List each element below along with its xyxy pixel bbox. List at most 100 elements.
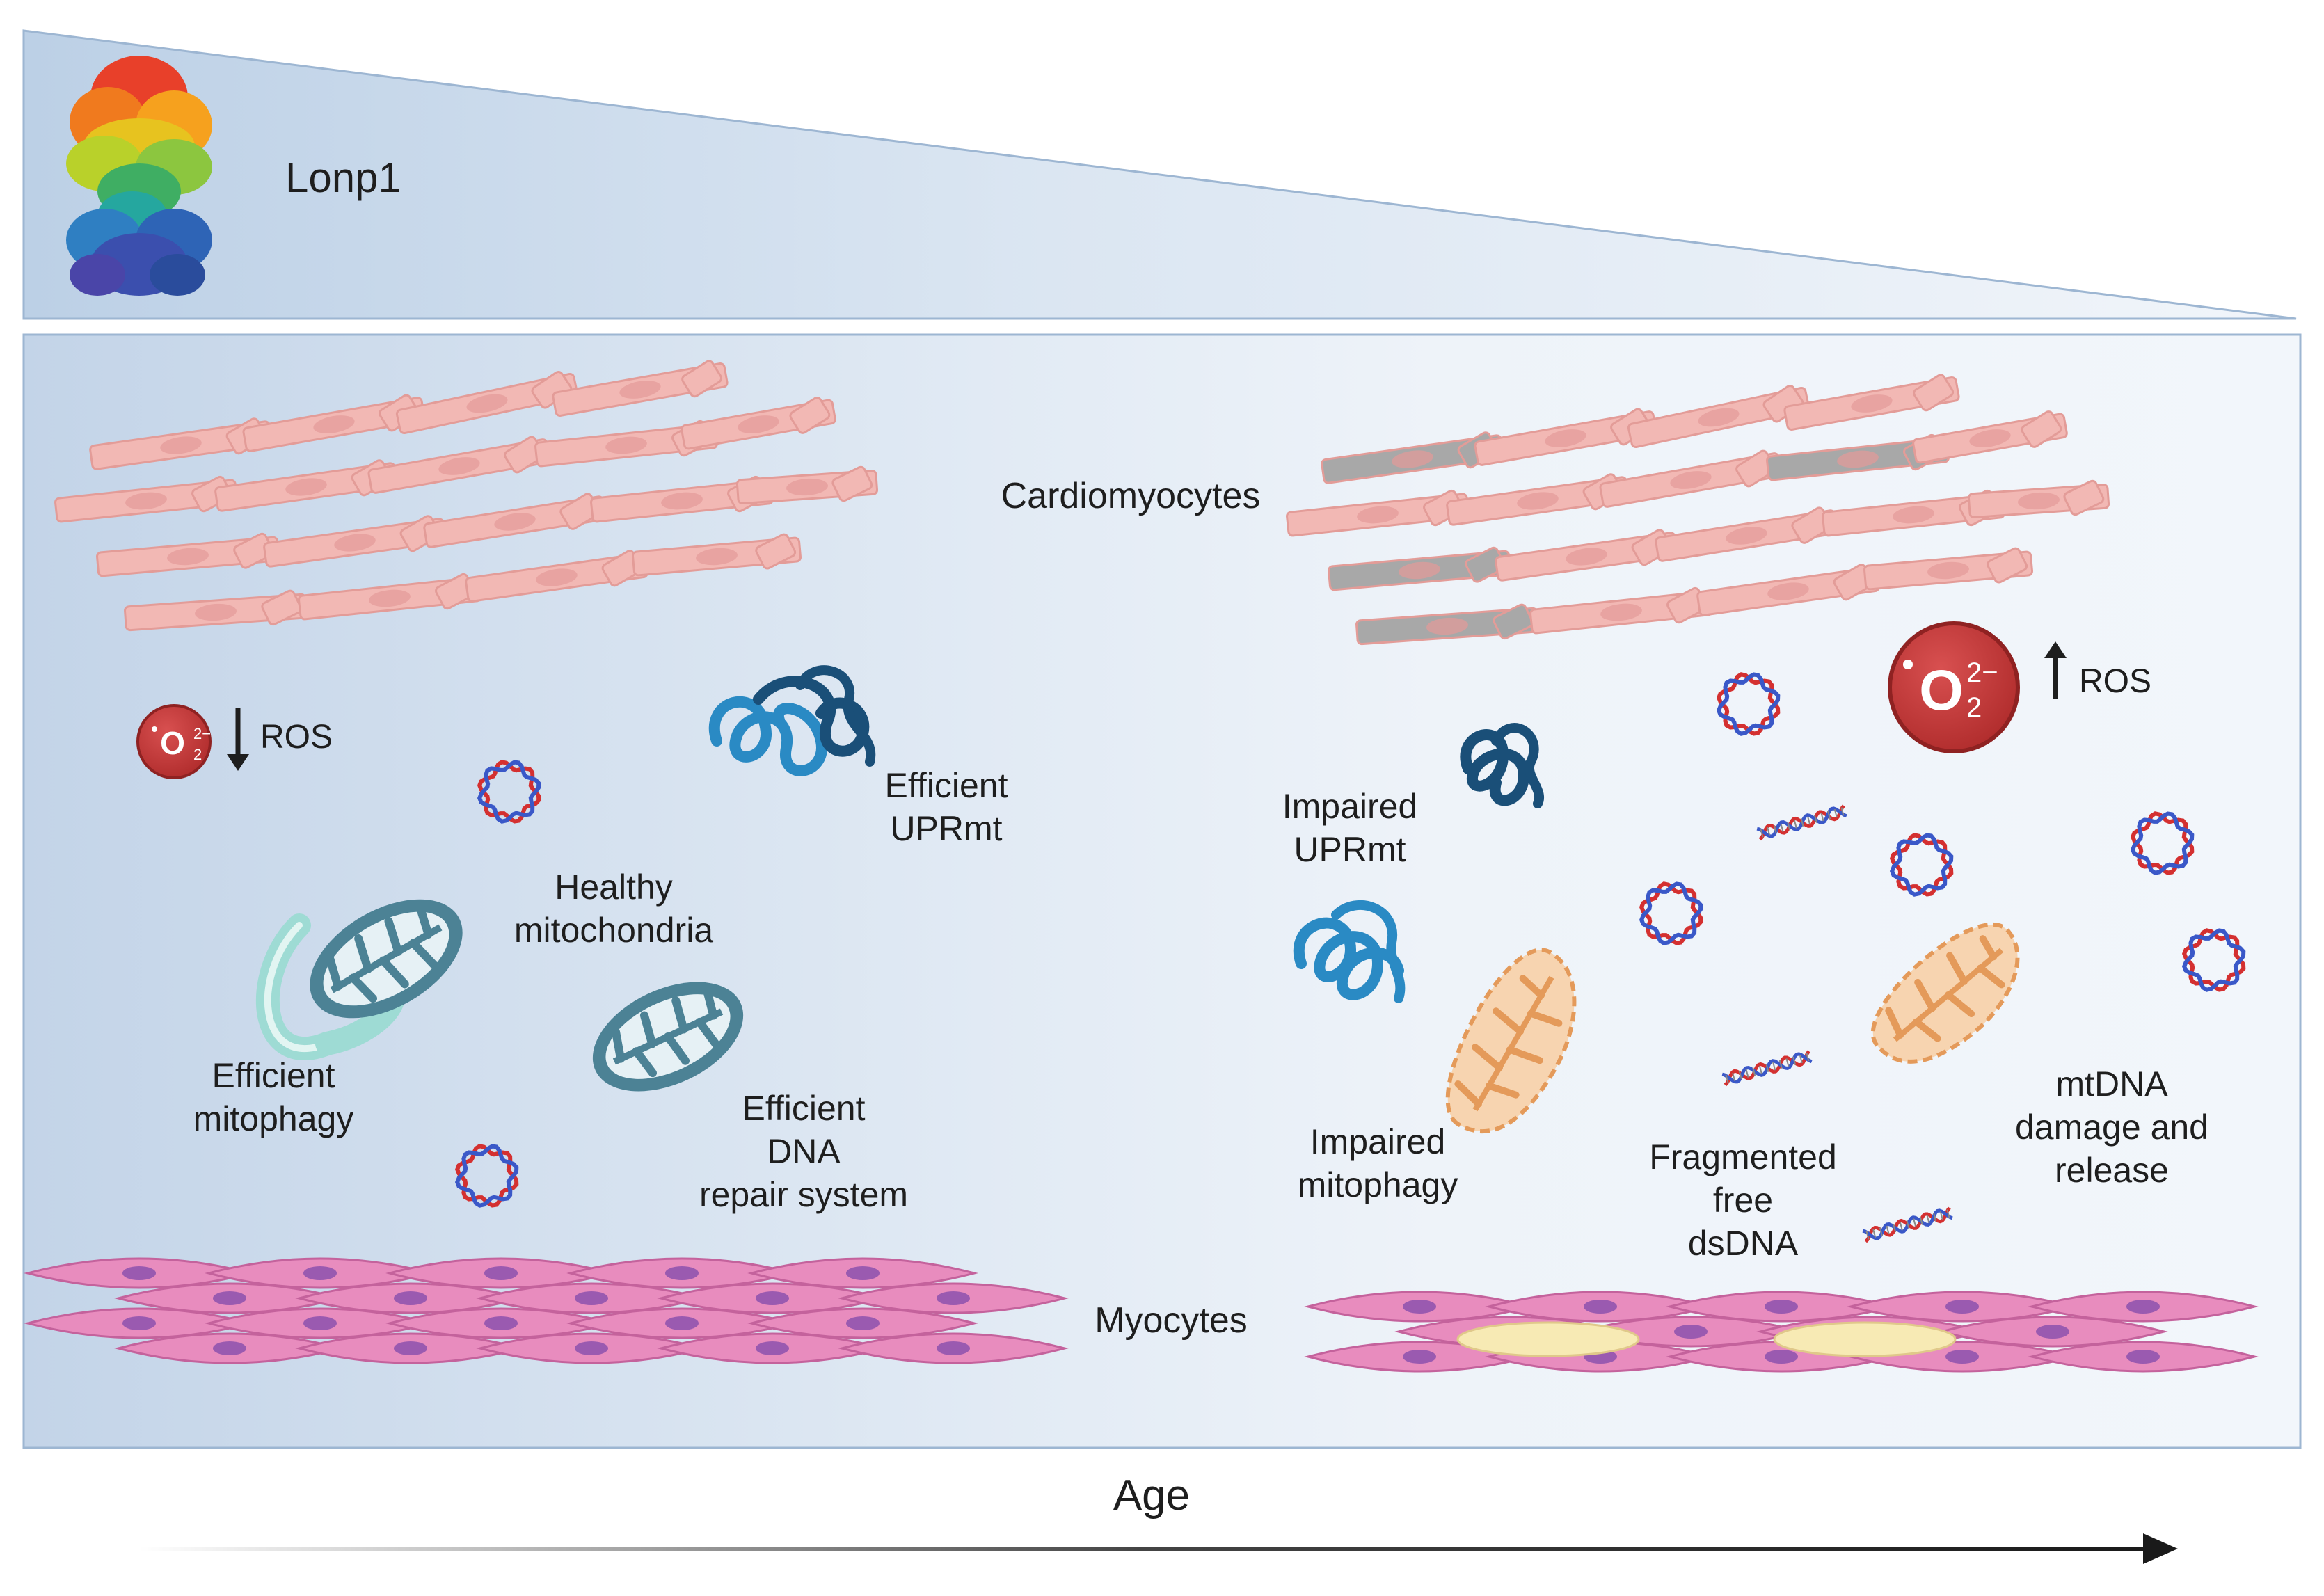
impaired-uprmt-blue-icon	[1293, 900, 1406, 1003]
cardiomyocyte-cell	[552, 360, 729, 417]
myocyte-cell	[838, 1332, 1069, 1364]
fragmented-dsdna-label: Fragmented free dsDNA	[1649, 1138, 1837, 1263]
impaired-uprmt-dark-icon	[1460, 723, 1544, 808]
efficient-mitophagy-label: Efficient mitophagy	[193, 1056, 354, 1138]
healthy-mitochondrion-icon	[310, 899, 463, 1019]
aged-cardiomyocytes	[1286, 374, 2110, 646]
myocyte-cell	[24, 1257, 255, 1289]
mtdna-plasmid-icon	[1889, 833, 1954, 897]
healthy-mitochondria-label: Healthy mitochondria	[514, 868, 713, 950]
cardiomyocyte-cell	[735, 465, 879, 505]
svg-text:UPRmt: UPRmt	[890, 809, 1002, 848]
myocyte-cell	[476, 1332, 707, 1364]
svg-text:Efficient: Efficient	[742, 1089, 866, 1128]
lonp1-label: Lonp1	[285, 154, 401, 201]
myocyte-cell	[295, 1332, 526, 1364]
age-label: Age	[1113, 1471, 1190, 1519]
cardiomyocyte-cell	[681, 397, 836, 450]
svg-text:mtDNA: mtDNA	[2055, 1064, 2168, 1103]
mtdna-plasmid-icon	[477, 760, 541, 824]
cardiomyocyte-cell	[54, 475, 238, 523]
svg-text:mitophagy: mitophagy	[1298, 1165, 1458, 1204]
svg-text:2−: 2−	[193, 725, 211, 742]
fat-deposit	[1456, 1321, 1640, 1357]
arrow-up-icon	[2044, 641, 2067, 699]
myocyte-cell	[1847, 1291, 2078, 1323]
mtdna-plasmid-icon	[1716, 672, 1781, 736]
svg-text:repair system: repair system	[699, 1175, 908, 1214]
arrow-down-icon	[227, 708, 249, 771]
efficient-dna-repair-label: Efficient DNA repair system	[699, 1089, 908, 1214]
dsdna-fragments	[1721, 804, 1953, 1243]
superoxide-symbol-large: O	[1919, 659, 1964, 722]
superoxide-symbol-small: O	[160, 725, 185, 761]
cardiomyocyte-cell	[1474, 408, 1657, 466]
ros-low-label: ROS	[260, 719, 333, 756]
mtdna-plasmid-icon	[1639, 881, 1703, 945]
svg-text:2−: 2−	[1966, 657, 1998, 688]
cardiomyocyte-cell	[1286, 489, 1470, 537]
cardiomyocyte-cell	[124, 589, 308, 632]
uprmt-protein-icon	[708, 665, 876, 776]
svg-text:Impaired: Impaired	[1310, 1122, 1446, 1161]
svg-text:Efficient: Efficient	[885, 766, 1008, 805]
svg-text:2: 2	[1966, 692, 1982, 723]
lonp1-protein-icon	[66, 56, 212, 296]
cardiomyocyte-cell	[395, 371, 579, 435]
svg-text:Efficient: Efficient	[212, 1056, 335, 1095]
impaired-mitophagy-label: Impaired mitophagy	[1298, 1122, 1458, 1204]
damaged-mitochondrion-icon	[1445, 948, 1577, 1133]
cardiomyocyte-cell	[367, 436, 551, 494]
mtdna-plasmids	[454, 672, 2246, 1208]
ros-high-label: ROS	[2079, 663, 2151, 700]
cardiomyocyte-cell	[423, 493, 607, 548]
myocytes-label: Myocytes	[1095, 1300, 1248, 1341]
svg-text:2: 2	[193, 746, 202, 763]
svg-text:dsDNA: dsDNA	[1688, 1224, 1799, 1263]
cardiomyocyte-cell	[1783, 374, 1960, 431]
svg-text:mitophagy: mitophagy	[193, 1099, 354, 1138]
svg-text:Fragmented: Fragmented	[1649, 1138, 1837, 1176]
dsdna-fragment-icon	[1862, 1206, 1953, 1243]
cardiomyocyte-cell	[1863, 547, 2034, 591]
superoxide-icon-small: O 2− 2	[136, 704, 212, 779]
myocyte-cell	[1304, 1291, 1535, 1323]
healthy-myocytes	[24, 1257, 1069, 1364]
svg-text:DNA: DNA	[767, 1132, 841, 1171]
svg-text:free: free	[1713, 1181, 1773, 1220]
lonp1-level-wedge	[22, 29, 2297, 320]
myocyte-cell	[114, 1332, 345, 1364]
dsdna-fragment-icon	[1721, 1050, 1813, 1087]
superoxide-icon-large: O 2− 2	[1888, 621, 2020, 753]
svg-text:mitochondria: mitochondria	[514, 911, 713, 950]
fat-deposit	[1773, 1321, 1957, 1357]
mtdna-plasmid-icon	[2130, 811, 2195, 875]
svg-text:release: release	[2055, 1151, 2169, 1190]
cardiomyocyte-cell	[465, 550, 648, 603]
cardiomyocyte-cell	[1967, 479, 2110, 519]
aged-myocytes	[1304, 1291, 2259, 1373]
damaged-mitochondrion-icon-2	[1870, 923, 2020, 1064]
cardiomyocyte-cell	[631, 533, 802, 577]
myocyte-cell	[657, 1332, 888, 1364]
age-arrow	[139, 1533, 2178, 1564]
svg-text:UPRmt: UPRmt	[1294, 830, 1406, 869]
svg-text:Impaired: Impaired	[1282, 787, 1418, 826]
cardiomyocyte-cell	[96, 532, 280, 577]
efficient-uprmt-label: Efficient UPRmt	[885, 766, 1008, 848]
cardiomyocytes-label: Cardiomyocytes	[1001, 476, 1261, 516]
mtdna-plasmid-icon	[454, 1144, 519, 1208]
svg-text:Healthy: Healthy	[555, 868, 673, 907]
mtdna-damage-label: mtDNA damage and release	[2015, 1064, 2208, 1190]
svg-text:damage and: damage and	[2015, 1108, 2208, 1147]
dsdna-fragment-icon	[1756, 804, 1847, 841]
cardiomyocyte-cell	[1599, 449, 1783, 508]
cardiomyocyte-cell	[1912, 410, 2068, 464]
myocyte-cell	[114, 1282, 345, 1314]
impaired-uprmt-label: Impaired UPRmt	[1282, 787, 1418, 869]
myocyte-cell	[2028, 1341, 2259, 1373]
healthy-cardiomyocytes	[54, 360, 879, 632]
damaged-cardiomyocyte	[1328, 546, 1511, 591]
mtdna-plasmid-icon	[2181, 928, 2246, 992]
